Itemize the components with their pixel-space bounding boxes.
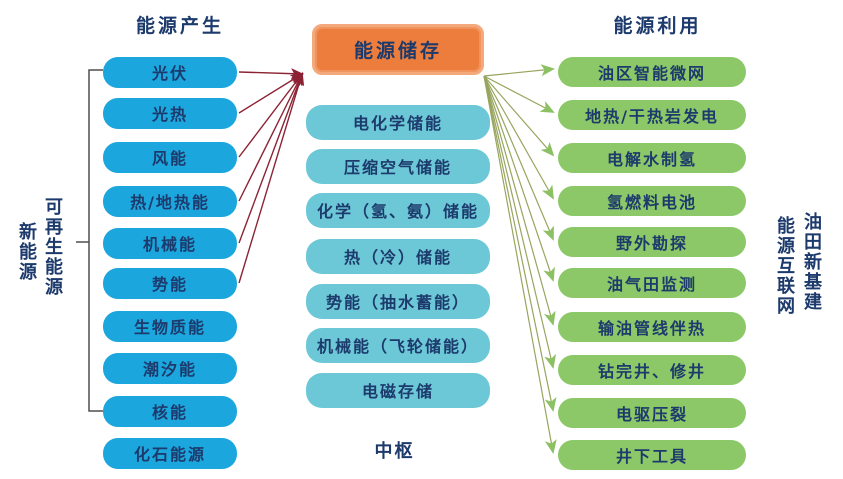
energy-use-box: 输油管线伴热 <box>558 312 746 342</box>
arrow-hub-to-use <box>483 75 555 157</box>
right-column-header: 能源利用 <box>613 15 702 37</box>
storage-type-box: 化学（氢、氨）储能 <box>306 192 490 228</box>
energy-use-box: 氢燃料电池 <box>558 186 746 216</box>
arrow-hub-to-use <box>483 64 555 77</box>
arrow-source-to-hub <box>238 68 304 80</box>
energy-source-box: 势能 <box>103 267 237 299</box>
side-label-renewable-energy: 可再生能源 <box>42 197 63 297</box>
side-label-energy-internet: 能源互联网 <box>774 216 795 316</box>
side-label-new-energy: 新能源 <box>16 222 37 282</box>
energy-use-box: 油气田监测 <box>558 268 746 298</box>
arrow-hub-to-use <box>483 75 557 412</box>
storage-type-box: 势能（抽水蓄能） <box>306 283 490 319</box>
hub-box-energy-storage: 能源储存 <box>312 24 484 75</box>
arrow-hub-to-use <box>483 75 554 200</box>
energy-source-box: 光伏 <box>103 56 237 88</box>
storage-type-box: 电磁存储 <box>306 372 490 408</box>
energy-source-box: 潮汐能 <box>103 352 237 384</box>
energy-source-box: 化石能源 <box>103 437 237 469</box>
arrow-hub-to-use <box>483 75 554 241</box>
energy-use-box: 地热/干热岩发电 <box>558 100 746 130</box>
left-column-header: 能源产生 <box>135 15 224 37</box>
storage-type-box: 机械能（飞轮储能） <box>306 327 490 363</box>
storage-type-box: 电化学储能 <box>306 104 490 140</box>
storage-type-box: 热（冷）储能 <box>306 238 490 274</box>
renewable-bracket <box>76 69 103 412</box>
arrow-hub-to-use <box>483 75 555 282</box>
energy-use-box: 电驱压裂 <box>558 398 746 428</box>
hub-footer-label: 中枢 <box>374 441 415 462</box>
arrow-source-to-hub <box>238 72 305 284</box>
storage-type-box: 压缩空气储能 <box>306 148 490 184</box>
energy-use-box: 野外勘探 <box>558 227 746 257</box>
energy-source-box: 热/地热能 <box>103 185 237 217</box>
arrow-hub-to-use <box>483 75 555 113</box>
arrow-source-to-hub <box>238 72 303 202</box>
energy-source-box: 核能 <box>103 395 237 427</box>
energy-use-box: 井下工具 <box>558 440 746 470</box>
energy-source-box: 光热 <box>103 97 237 129</box>
hub-label: 能源储存 <box>353 40 442 62</box>
arrow-hub-to-use <box>483 75 557 454</box>
energy-use-box: 钻完井、修井 <box>558 355 746 385</box>
energy-source-box: 生物质能 <box>103 310 237 342</box>
arrow-source-to-hub <box>238 72 304 244</box>
arrow-hub-to-use <box>483 75 557 369</box>
arrow-hub-to-use <box>483 75 556 326</box>
arrow-source-to-hub <box>238 72 304 158</box>
energy-use-box: 电解水制氢 <box>558 143 746 173</box>
energy-use-box: 油区智能微网 <box>558 57 746 87</box>
energy-source-box: 风能 <box>103 141 237 173</box>
side-label-oilfield-infrastructure: 油田新基建 <box>801 212 822 312</box>
energy-source-box: 机械能 <box>103 227 237 259</box>
